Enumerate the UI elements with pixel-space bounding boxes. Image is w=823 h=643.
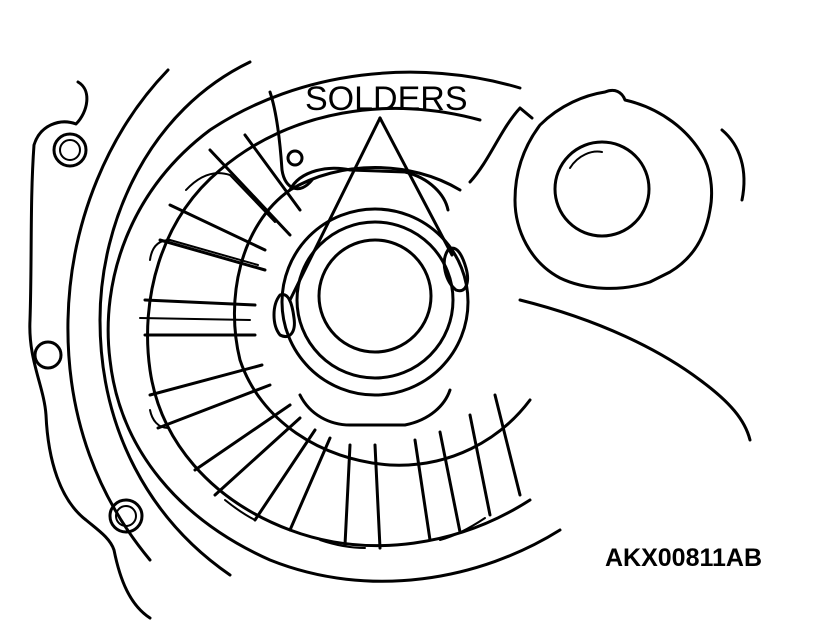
hub-boss-bottom [298,388,452,427]
case-outer-arc [98,60,252,577]
bolt-hole-upper [52,132,88,168]
housing-outer-ring [106,70,562,583]
solder-right [442,246,470,293]
figure-code: AKX00811AB [605,544,762,572]
hub-boss-top [288,166,450,212]
housing-hub-ring [232,166,532,467]
rib-pockets [139,172,486,549]
radial-ribs [143,133,522,550]
callout-label: SOLDERS [305,80,468,118]
bearing-bore [280,207,470,397]
right-housing-curve-lower [518,298,752,442]
housing-tab [268,90,314,191]
bolt-hole-middle [33,340,63,370]
callout-leader-lines [288,116,454,302]
right-housing-curve [468,106,534,184]
tab-hole [286,149,304,167]
case-flange-outline [28,80,152,620]
housing-rib-ring [146,106,532,548]
bolt-hole-lower [108,498,144,534]
case-inner-rim [66,68,170,562]
right-gear [513,88,746,290]
